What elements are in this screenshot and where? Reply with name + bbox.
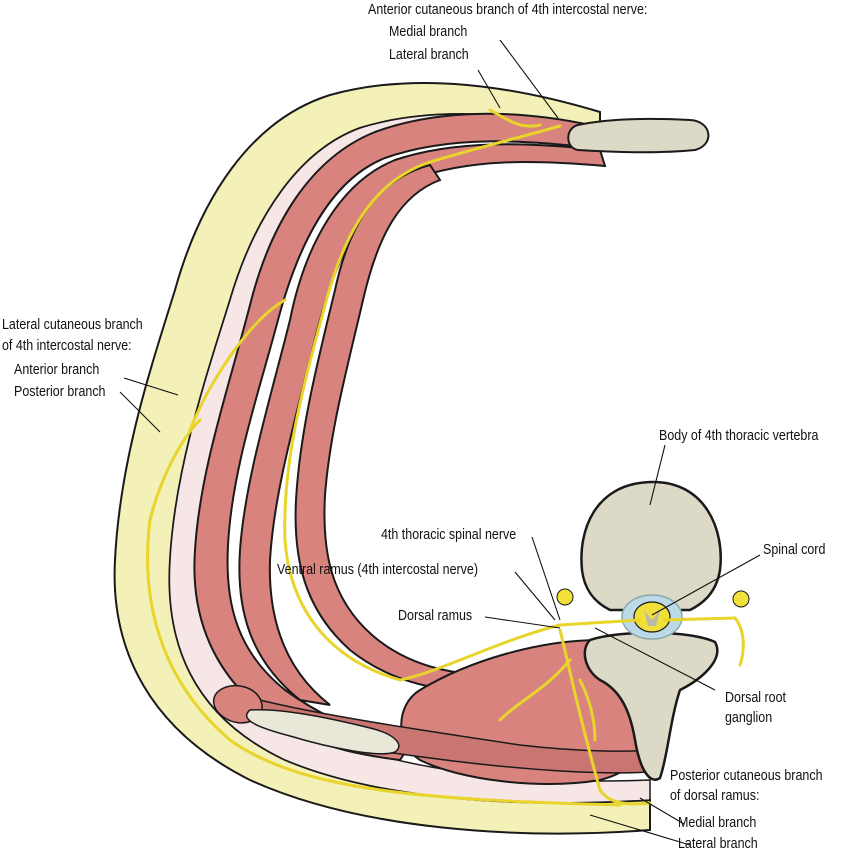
- label-dorsal-root-ganglion-cont: ganglion: [725, 710, 773, 726]
- intercostal-nerve: [146, 108, 745, 807]
- label-vertebral-body: Body of 4th thoracic vertebra: [659, 428, 819, 444]
- dorsal-root-ganglion-right: [732, 590, 750, 608]
- label-spinal-cord: Spinal cord: [763, 542, 826, 558]
- label-dorsal-ramus: Dorsal ramus: [398, 608, 473, 624]
- label-lateral-anterior-branch: Anterior branch: [14, 362, 100, 378]
- external-intercostal-muscle: [193, 112, 597, 762]
- label-posterior-cutaneous-branch: Posterior cutaneous branch: [670, 768, 823, 784]
- label-lateral-cutaneous-branch: Lateral cutaneous branch: [2, 317, 143, 333]
- label-anterior-cutaneous-branch: Anterior cutaneous branch of 4th interco…: [368, 2, 648, 18]
- label-spinal-nerve: 4th thoracic spinal nerve: [381, 527, 517, 543]
- dorsal-root-ganglion-left: [556, 588, 574, 606]
- label-ventral-ramus: Ventral ramus (4th intercostal nerve): [277, 562, 478, 578]
- label-lateral-cutaneous-branch-cont: of 4th intercostal nerve:: [2, 338, 132, 354]
- sternum: [567, 117, 710, 154]
- label-anterior-lateral-branch: Lateral branch: [389, 47, 469, 63]
- label-posterior-lateral-branch: Lateral branch: [678, 836, 758, 852]
- label-posterior-medial-branch: Medial branch: [678, 815, 757, 831]
- label-anterior-medial-branch: Medial branch: [389, 24, 468, 40]
- vertebral-arch: [583, 631, 719, 781]
- spinal-cord: [633, 601, 671, 633]
- label-dorsal-root-ganglion: Dorsal root: [725, 690, 786, 706]
- label-posterior-cutaneous-branch-cont: of dorsal ramus:: [670, 788, 760, 804]
- leader-lines: [119, 39, 761, 846]
- label-lateral-posterior-branch: Posterior branch: [14, 384, 106, 400]
- rib-fragment: [246, 708, 400, 755]
- spinal-cord-grey-matter: [644, 610, 660, 626]
